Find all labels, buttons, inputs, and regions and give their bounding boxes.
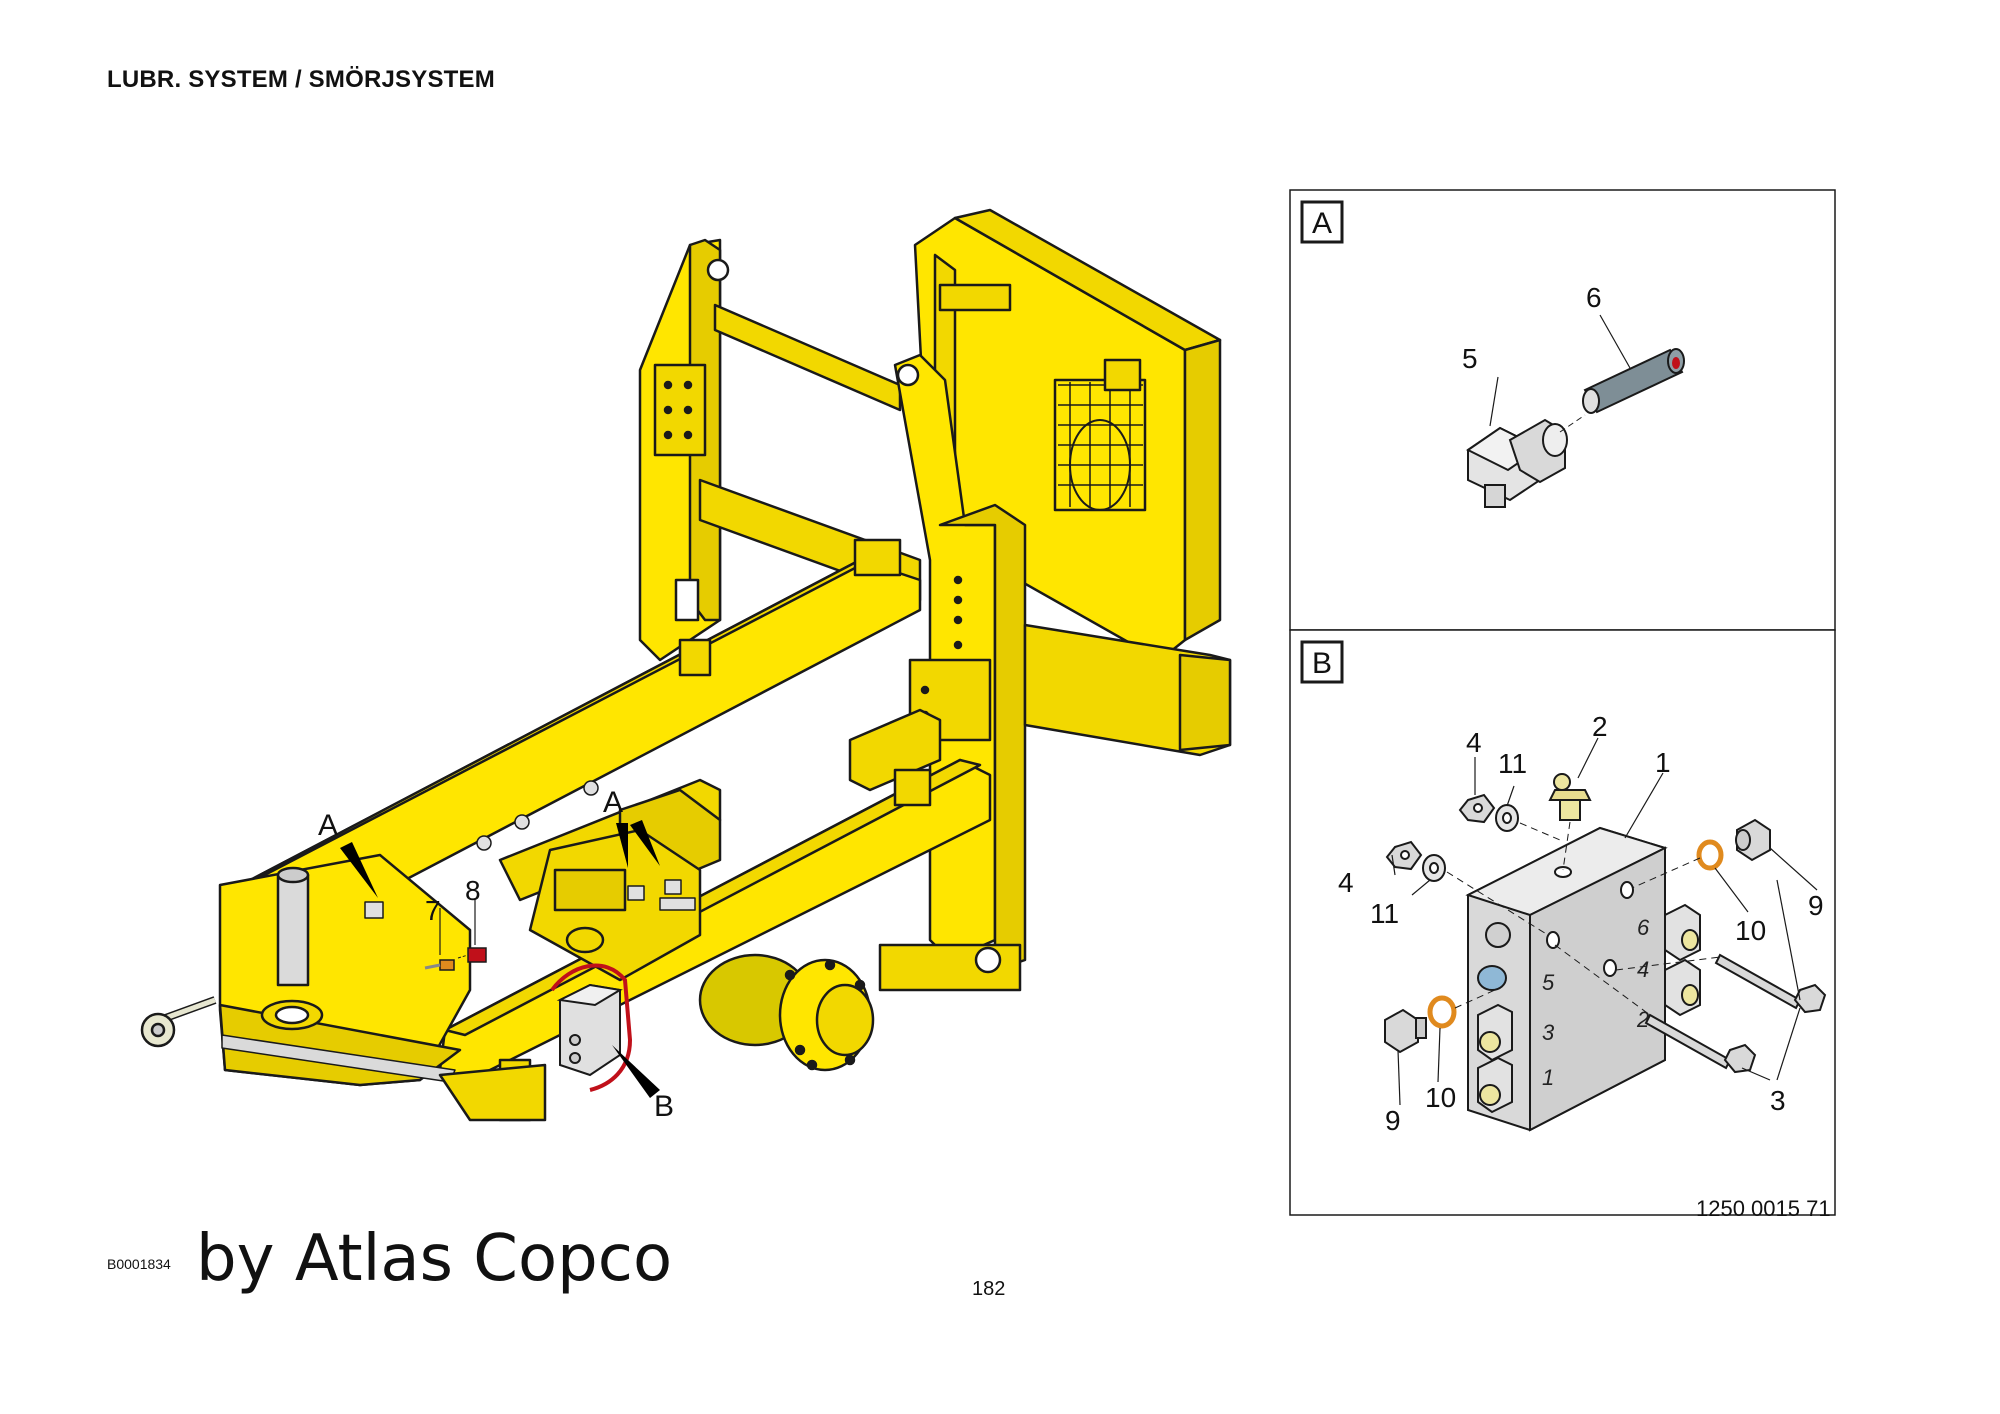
part-9-10-left — [1384, 995, 1457, 1054]
detail-b-callout-4b: 4 — [1338, 867, 1354, 898]
page-title: LUBR. SYSTEM / SMÖRJSYSTEM — [107, 66, 495, 93]
marker-wedge-a3 — [630, 820, 660, 866]
part-3-bolts — [1644, 953, 1827, 1074]
part-9-10-right — [1696, 818, 1771, 871]
port-number-4: 4 — [1637, 957, 1649, 982]
detail-a-panel: A 5 6 — [1289, 189, 1836, 631]
detail-b-callout-3a: 3 — [1770, 1085, 1786, 1116]
marker-a-left: A — [318, 809, 338, 842]
credit-text: by Atlas Copco — [196, 1222, 673, 1296]
marker-b: B — [654, 1090, 674, 1123]
port-number-3: 3 — [1542, 1020, 1555, 1045]
marker-wedge-a1 — [340, 842, 378, 898]
part-7-fitting — [439, 959, 455, 971]
main-small-parts — [424, 947, 487, 971]
detail-a-letter-box — [1300, 200, 1344, 244]
detail-b-callout-2: 2 — [1592, 711, 1608, 742]
main-leaders — [439, 898, 476, 955]
main-frame-illustration — [140, 208, 1232, 1122]
document-code: B0001834 — [107, 1256, 171, 1272]
detail-b-callout-11a: 11 — [1498, 748, 1527, 779]
detail-b-highlight — [550, 963, 633, 1092]
part-8-cap — [467, 947, 487, 963]
drawing-number: 1250 0015 71 — [1696, 1196, 1831, 1221]
callout-8: 8 — [465, 875, 481, 906]
detail-a-frame — [1289, 189, 1836, 631]
marker-wedges — [340, 820, 660, 1098]
detail-b-panel: B — [1289, 629, 1836, 1216]
detail-b-callout-4a: 4 — [1466, 727, 1482, 758]
port-number-1: 1 — [1542, 1065, 1554, 1090]
detail-b-assembly-lines — [1446, 821, 1721, 1016]
drawbar-pin — [276, 873, 310, 987]
part-1-distribution-block — [1465, 826, 1701, 1132]
detail-b-callout-10b: 10 — [1425, 1082, 1456, 1113]
part-5-elbow — [1466, 418, 1568, 508]
detail-a-callout-5: 5 — [1462, 343, 1478, 374]
detail-b-callout-9b: 9 — [1385, 1105, 1401, 1136]
callout-7: 7 — [425, 895, 441, 926]
detail-b-callout-11b: 11 — [1370, 898, 1399, 929]
detail-b-leaders — [1391, 737, 1818, 1106]
detail-b-callout-9a: 9 — [1808, 890, 1824, 921]
part-2-grease-nipple — [1548, 773, 1592, 821]
part-6-hose — [1582, 348, 1685, 414]
detail-b-letter-box — [1300, 640, 1344, 684]
page-number: 182 — [972, 1278, 1006, 1300]
marker-wedge-b — [612, 1045, 660, 1098]
port-number-5: 5 — [1542, 970, 1555, 995]
detail-a-callout-6: 6 — [1586, 282, 1602, 313]
detail-b-callout-10a: 10 — [1735, 915, 1766, 946]
port-number-2: 2 — [1636, 1007, 1649, 1032]
main-distribution-block — [550, 963, 633, 1092]
detail-a-letter: A — [1312, 207, 1332, 240]
port-number-6: 6 — [1637, 915, 1650, 940]
marker-a-right: A — [603, 786, 623, 819]
marker-wedge-a2 — [616, 823, 628, 868]
detail-b-letter: B — [1312, 647, 1332, 680]
detail-b-callout-1: 1 — [1655, 747, 1671, 778]
